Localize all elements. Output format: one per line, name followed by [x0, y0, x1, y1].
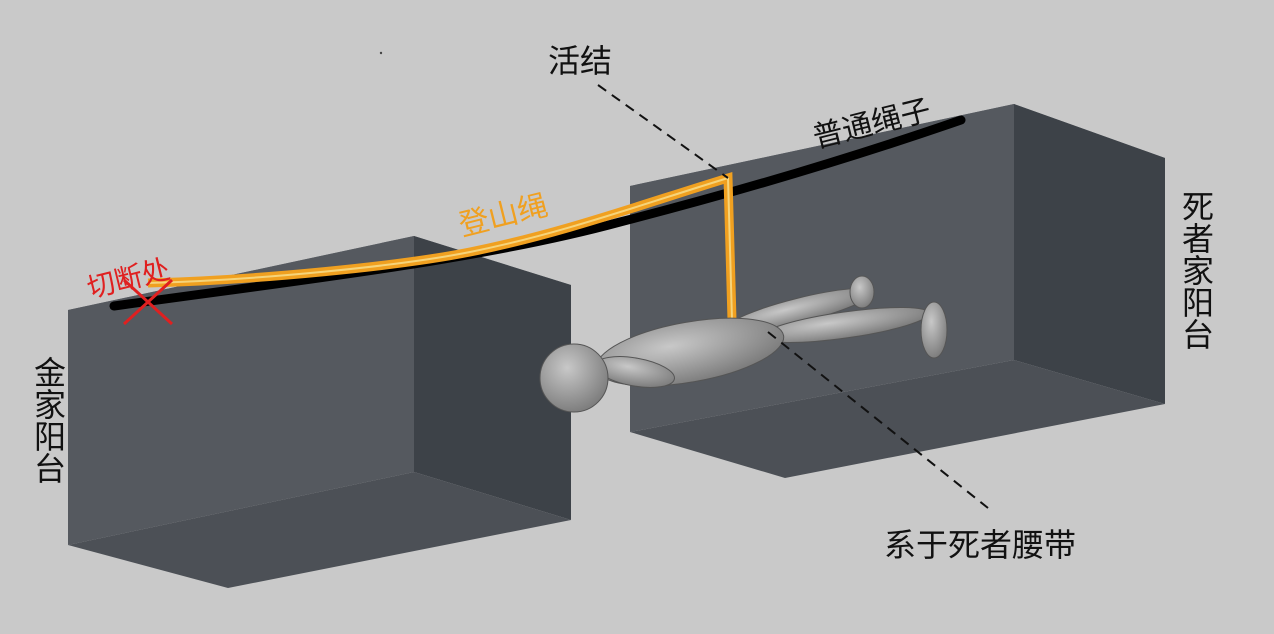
belt-pointer	[767, 331, 989, 509]
speck	[379, 51, 383, 55]
cut-mark	[122, 278, 174, 326]
slip-knot-label: 活结	[548, 42, 612, 80]
climbing-rope	[147, 171, 737, 321]
jin-balcony-label: 金家阳台	[29, 356, 67, 484]
deceased-balcony-block	[630, 104, 1165, 478]
jin-balcony-front	[68, 236, 414, 545]
deceased-balcony-side	[1014, 104, 1165, 404]
deceased-figure	[539, 275, 948, 413]
deceased-balcony-label: 死者家阳台	[1177, 190, 1215, 350]
figure-head	[539, 343, 609, 413]
figure-foot-upper	[849, 275, 875, 309]
jin-balcony-block	[68, 236, 571, 588]
slip-knot-pointer	[597, 84, 729, 179]
tied-to-belt-label: 系于死者腰带	[884, 526, 1076, 564]
ordinary-rope	[109, 115, 966, 311]
jin-balcony-bottom	[68, 472, 571, 588]
deceased-balcony-bottom	[630, 360, 1165, 478]
jin-balcony-side	[414, 236, 571, 520]
figure-foot-lower	[920, 301, 948, 359]
